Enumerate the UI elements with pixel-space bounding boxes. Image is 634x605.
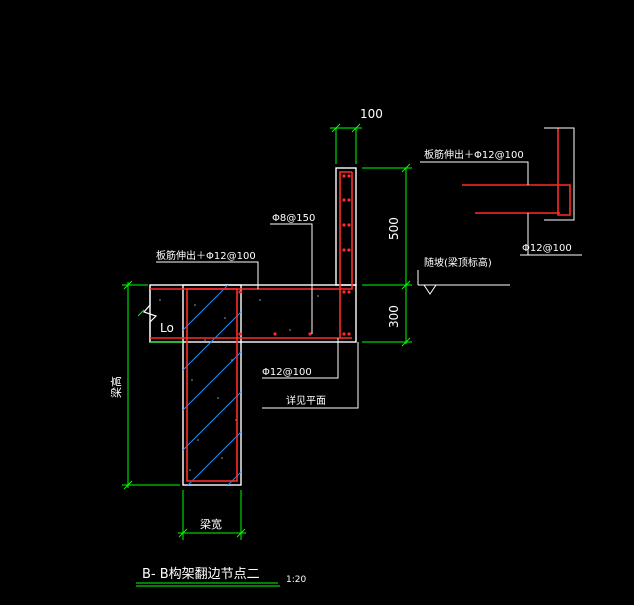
upturn-outline <box>335 167 357 286</box>
slab-outline <box>149 284 357 343</box>
dimensions <box>122 123 412 584</box>
dim-lower-text: 300 <box>387 305 401 328</box>
drawing-title: B- B构架翻边节点二 <box>142 567 260 582</box>
top-rebar <box>150 172 353 290</box>
slope-label: 随坡(梁顶标高) <box>424 256 492 269</box>
rebar <box>150 171 353 482</box>
concrete-outline <box>149 167 357 486</box>
beam-width-label: 梁宽 <box>200 517 222 531</box>
upturn-inner-rebar <box>339 171 352 338</box>
break-line <box>142 285 158 342</box>
plan-label: 详见平面 <box>286 394 326 407</box>
top-rebar-label: 板筋伸出＋Φ12@100 <box>156 249 256 262</box>
bottom-rebar-label: Φ12@100 <box>262 367 312 378</box>
leaders <box>136 223 510 587</box>
dim-upper-text: 500 <box>387 217 401 240</box>
detail-bottom-label: Φ12@100 <box>522 243 572 254</box>
lo-label: Lo <box>160 321 174 335</box>
rebar-dots <box>238 174 351 336</box>
beam-stirrup <box>186 288 238 482</box>
stirrup-label: Φ8@150 <box>272 213 315 224</box>
beam-aggregate <box>189 304 237 471</box>
detail-top-label: 板筋伸出＋Φ12@100 <box>424 148 524 161</box>
labels: 100 500 300 板筋伸出＋Φ12@100 Φ8@150 Φ12@100 … <box>109 107 572 585</box>
drawing-scale: 1:20 <box>286 575 306 585</box>
beam-outline <box>182 284 242 486</box>
slope-triangle <box>423 284 437 295</box>
beam-height-label: 梁高 <box>109 376 123 398</box>
side-detail <box>420 127 582 256</box>
beam-hatch <box>183 285 241 485</box>
dim-top-text: 100 <box>360 107 383 121</box>
